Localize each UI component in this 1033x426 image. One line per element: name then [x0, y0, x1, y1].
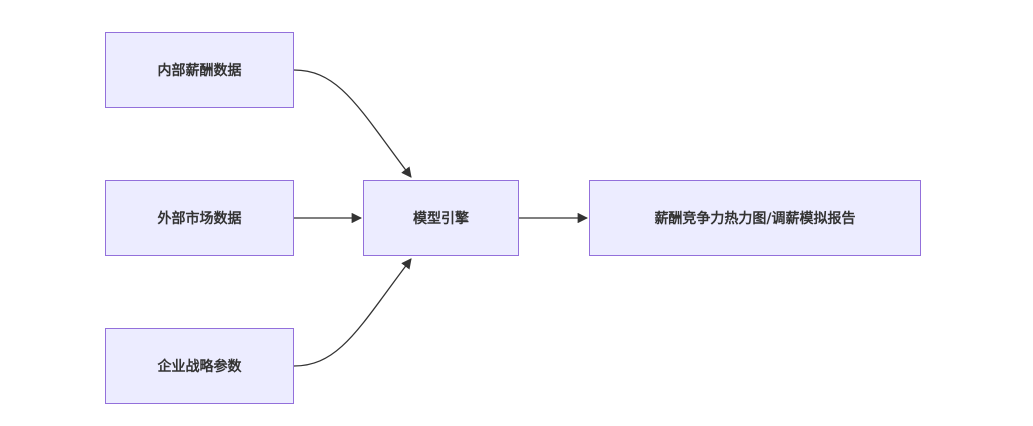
node-label: 外部市场数据	[157, 211, 242, 227]
node-label: 模型引擎	[413, 211, 469, 227]
node-output-report: 薪酬竞争力热力图/调薪模拟报告	[589, 180, 921, 256]
edge-internal-to-engine	[293, 69, 412, 178]
node-model-engine: 模型引擎	[363, 180, 519, 256]
node-label: 内部薪酬数据	[157, 63, 242, 79]
node-strategy-parameters: 企业战略参数	[105, 328, 294, 404]
node-internal-salary-data: 内部薪酬数据	[105, 32, 294, 108]
node-label: 薪酬竞争力热力图/调薪模拟报告	[654, 211, 856, 227]
node-label: 企业战略参数	[157, 359, 242, 375]
node-external-market-data: 外部市场数据	[105, 180, 294, 256]
edge-strategy-to-engine	[293, 258, 412, 367]
